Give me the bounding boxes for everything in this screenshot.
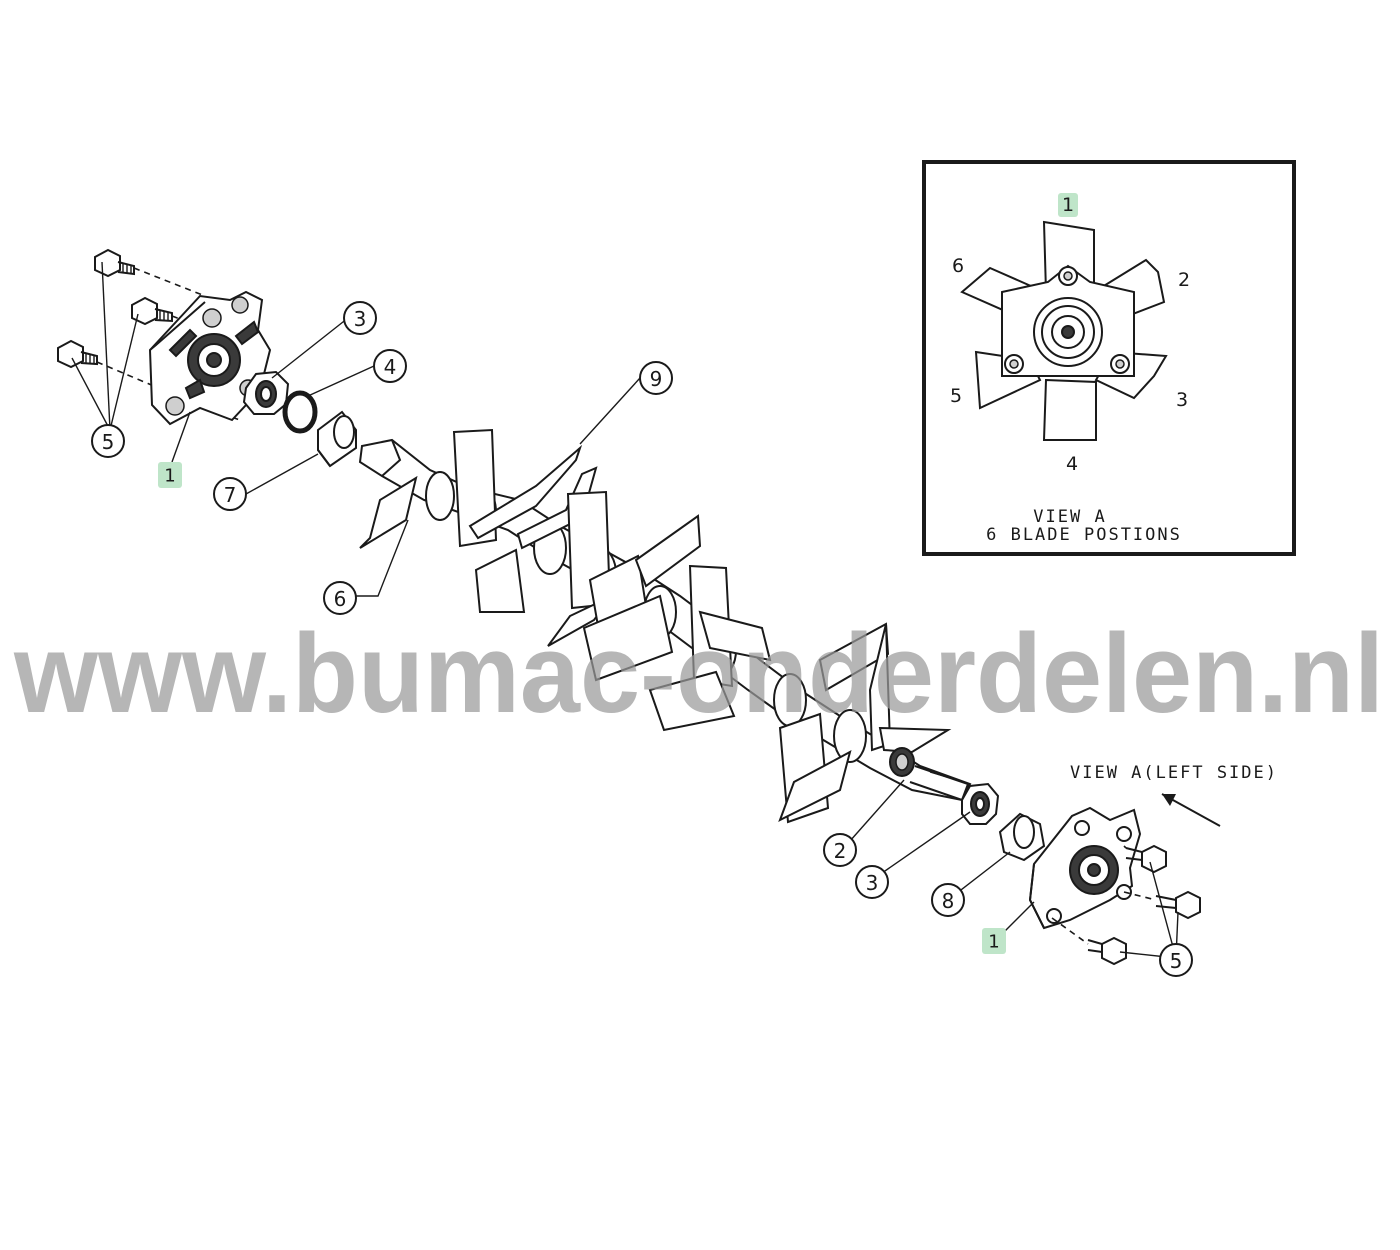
callout-7: 7 <box>213 477 247 511</box>
callout-5-left: 5 <box>91 424 125 458</box>
blade-position-3: 3 <box>1176 389 1188 411</box>
callout-3-top: 3 <box>343 301 377 335</box>
callout-1-right: 1 <box>982 928 1006 954</box>
svg-text:1: 1 <box>164 466 175 487</box>
svg-text:5: 5 <box>102 430 115 454</box>
view-a-left-side-label: VIEW A(LEFT SIDE) <box>1070 763 1278 783</box>
hex-nut-icon <box>242 370 290 415</box>
inset-view-a: 1 2 3 4 5 6 VIEW A 6 BLADE POSTIONS <box>922 160 1296 556</box>
callout-3-bottom: 3 <box>855 865 889 899</box>
svg-text:3: 3 <box>866 871 879 895</box>
svg-text:7: 7 <box>224 483 237 507</box>
left-bearing-housing <box>148 290 272 426</box>
view-direction-arrow-icon <box>1161 793 1221 827</box>
callout-1-left: 1 <box>158 462 182 488</box>
svg-text:1: 1 <box>988 932 999 953</box>
blade-position-1: 1 <box>1062 194 1074 216</box>
callout-9: 9 <box>639 361 673 395</box>
svg-text:5: 5 <box>1170 949 1183 973</box>
blade-position-2: 2 <box>1178 269 1190 291</box>
callout-5-right: 5 <box>1159 943 1193 977</box>
bolt-icon <box>1125 844 1167 874</box>
retaining-ring-icon <box>282 390 318 434</box>
bolt-icon <box>1087 936 1127 966</box>
svg-text:8: 8 <box>942 889 955 913</box>
left-bolts <box>57 248 241 421</box>
svg-text:2: 2 <box>834 839 847 863</box>
blade-position-4: 4 <box>1066 453 1078 475</box>
bearing-sleeve-icon <box>317 410 357 468</box>
svg-text:3: 3 <box>354 307 367 331</box>
blade-position-5: 5 <box>950 385 962 407</box>
callout-4: 4 <box>373 349 407 383</box>
tine-shaft <box>358 428 972 824</box>
bolt-icon <box>131 296 173 326</box>
callout-8: 8 <box>931 883 965 917</box>
inset-title-line2: 6 BLADE POSTIONS <box>986 525 1182 545</box>
watermark: www.bumac-onderdelen.nl <box>13 611 1384 736</box>
inset-title-line1: VIEW A <box>1033 507 1106 527</box>
svg-text:9: 9 <box>650 367 663 391</box>
bolt-icon <box>94 248 135 278</box>
hex-nut-icon <box>961 782 1000 825</box>
bushing-icon <box>998 812 1046 862</box>
callout-2: 2 <box>823 833 857 867</box>
right-bearing-housing <box>1028 806 1142 930</box>
bolt-icon <box>1155 890 1201 920</box>
right-bolts <box>1051 844 1201 966</box>
blade-position-6: 6 <box>952 255 964 277</box>
callout-6: 6 <box>323 581 357 615</box>
svg-text:6: 6 <box>334 587 347 611</box>
svg-text:4: 4 <box>384 355 397 379</box>
bolt-icon <box>57 339 98 369</box>
